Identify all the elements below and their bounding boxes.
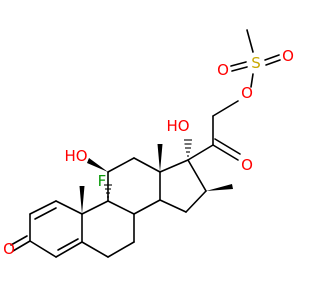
bond-c16-c15 (185, 190, 207, 213)
bond-c4-c5-double (57, 238, 79, 251)
atom-o-s2: O (282, 47, 294, 65)
bond-s-o1 (230, 61, 247, 67)
atom-s: S (251, 54, 261, 72)
wedge-c10-methyl (79, 186, 85, 214)
bond-c20-o-double (214, 138, 241, 155)
atom-o-s1: O (217, 61, 229, 79)
bond-c15-c14 (159, 199, 187, 213)
bond-c21-o (212, 100, 239, 117)
bond-c13-c17 (159, 159, 189, 173)
bond-c10-c9 (81, 200, 109, 215)
molecule-diagram: O O O S O O HO HO F (3, 29, 294, 258)
structure-svg: O O O S O O HO HO F (3, 29, 294, 258)
bond-c7-c6 (107, 241, 135, 258)
bond-c4-c5 (55, 241, 83, 258)
bond-c1-c2-double (34, 207, 57, 220)
wedge-c13-methyl (157, 144, 163, 172)
bond-c20-o (212, 144, 239, 161)
bond-c14-c8 (133, 199, 161, 215)
bond-c6-c5 (81, 241, 109, 258)
bond-s-o2 (264, 54, 280, 61)
bond-s-o1-double (231, 66, 248, 72)
bond-c11-c12 (107, 157, 135, 173)
wedge-c16-methyl (206, 184, 233, 191)
atom-o-c20: O (241, 156, 253, 174)
bond-c9-c8 (107, 200, 135, 215)
bond-c17-c20 (187, 144, 214, 161)
atom-o-c3: O (3, 240, 15, 258)
atom-f: F (98, 172, 107, 190)
atom-oh-c11: HO (64, 147, 87, 165)
bond-s-methyl (246, 29, 254, 53)
bond-c3-o-double (10, 235, 28, 246)
bond-c12-c13 (133, 157, 161, 173)
bond-c3-c4 (29, 240, 57, 258)
bond-o-s (250, 73, 254, 88)
atom-oh-c17: HO (166, 117, 189, 135)
hash-c9-f (104, 184, 112, 198)
wedge-c11-oh (87, 158, 108, 172)
bond-c3-o (12, 240, 31, 252)
hash-c17-oh (184, 139, 192, 157)
bond-c1-c10 (55, 200, 83, 215)
atom-o-ester: O (241, 84, 253, 102)
bond-c17-c16 (187, 159, 207, 192)
bond-c1-c2 (29, 200, 57, 215)
bond-s-o2-double (265, 59, 281, 66)
